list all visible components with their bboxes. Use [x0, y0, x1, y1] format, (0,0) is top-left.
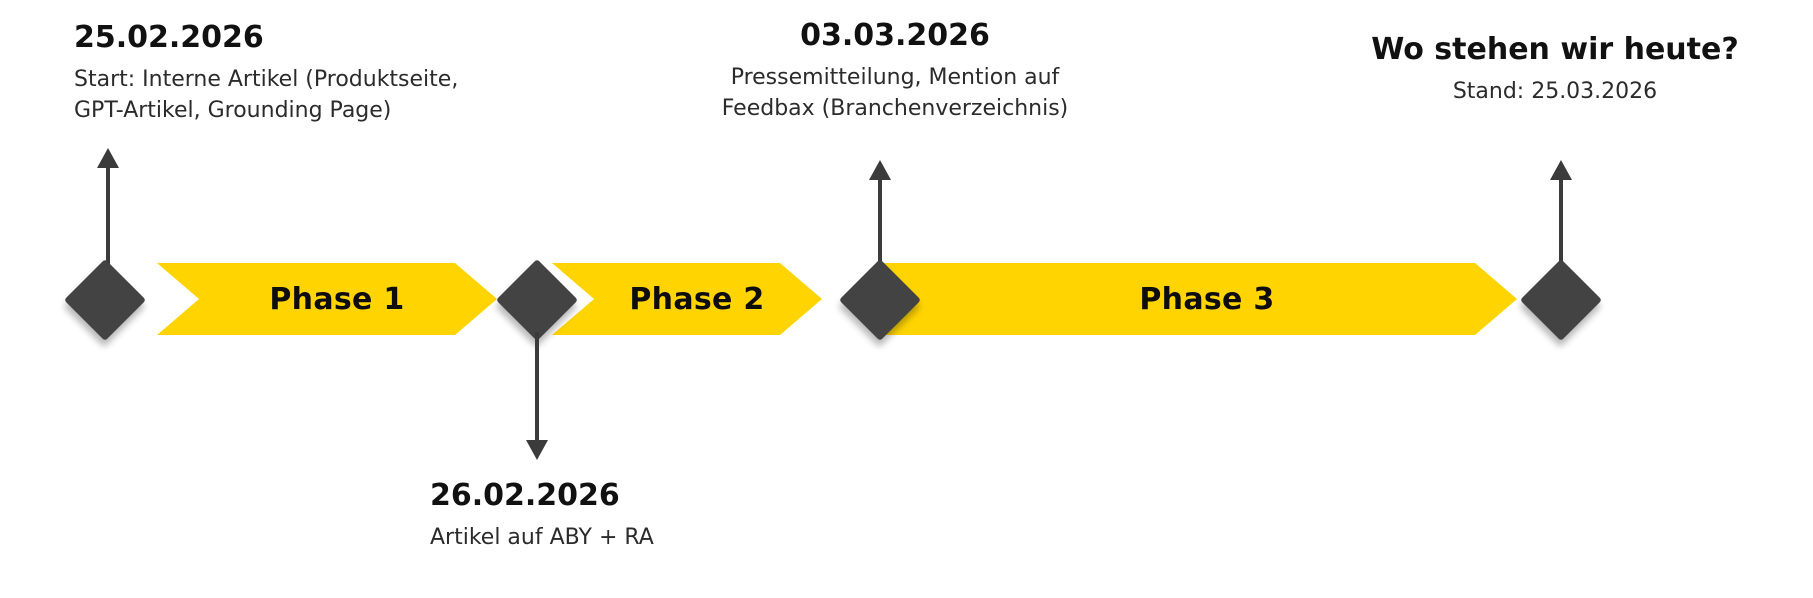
milestone-title-4: Wo stehen wir heute? — [1371, 32, 1739, 67]
arrowhead-up-icon-3 — [869, 160, 891, 180]
phase-bar-2[interactable]: Phase 2 — [552, 263, 822, 335]
milestone-note-4: Wo stehen wir heute? Stand: 25.03.2026 — [1310, 32, 1800, 107]
phase-bar-3[interactable]: Phase 3 — [877, 263, 1517, 335]
connector-line-1 — [106, 164, 110, 266]
phase-label-1: Phase 1 — [269, 281, 405, 317]
connector-arrow-3 — [868, 160, 892, 266]
phase-bar-1[interactable]: Phase 1 — [157, 263, 497, 335]
milestone-title-1: 25.02.2026 — [74, 20, 264, 55]
connector-arrow-1 — [96, 148, 120, 266]
milestone-description-1: Start: Interne Artikel (Produktseite, GP… — [74, 64, 544, 126]
milestone-description-1-line-2: GPT-Artikel, Grounding Page) — [74, 98, 392, 124]
milestone-note-2: 26.02.2026 Artikel auf ABY + RA — [430, 478, 850, 553]
phase-label-2: Phase 2 — [629, 281, 765, 317]
milestone-description-2-line-1: Artikel auf ABY + RA — [430, 525, 654, 550]
milestone-marker-1[interactable] — [63, 258, 147, 342]
milestone-note-3: 03.03.2026 Pressemitteilung, Mention auf… — [650, 18, 1140, 124]
milestone-description-4-line-1: Stand: 25.03.2026 — [1452, 79, 1658, 104]
milestone-description-2: Artikel auf ABY + RA — [430, 522, 850, 553]
connector-arrow-4 — [1549, 160, 1573, 266]
connector-line-3 — [878, 176, 882, 266]
arrowhead-down-icon-2 — [526, 440, 548, 460]
milestone-description-3-line-1: Pressemitteilung, Mention auf — [730, 65, 1060, 90]
milestone-title-3: 03.03.2026 — [800, 18, 990, 53]
milestone-marker-4[interactable] — [1519, 258, 1603, 342]
milestone-description-3: Pressemitteilung, Mention auf Feedbax (B… — [650, 62, 1140, 124]
arrowhead-up-icon-1 — [97, 148, 119, 168]
phase-label-3: Phase 3 — [1139, 281, 1275, 317]
milestone-description-4: Stand: 25.03.2026 — [1310, 76, 1800, 107]
milestone-description-1-line-1: Start: Interne Artikel (Produktseite, — [74, 67, 459, 92]
connector-line-4 — [1559, 176, 1563, 266]
connector-arrow-2 — [525, 332, 549, 460]
milestone-description-3-line-2: Feedbax (Branchenverzeichnis) — [721, 96, 1069, 122]
arrowhead-up-icon-4 — [1550, 160, 1572, 180]
milestone-title-2: 26.02.2026 — [430, 478, 620, 513]
milestone-note-1: 25.02.2026 Start: Interne Artikel (Produ… — [74, 20, 544, 126]
connector-line-2 — [535, 332, 539, 444]
